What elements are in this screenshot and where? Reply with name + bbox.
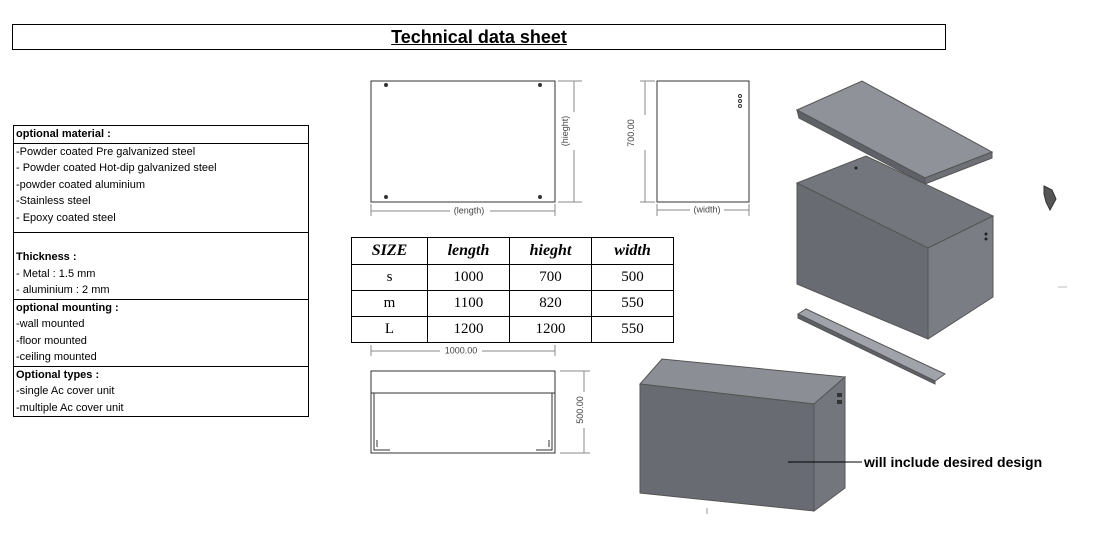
length-label: (length): [454, 205, 485, 215]
types-heading: Optional types :: [16, 368, 100, 381]
mounting-item: -wall mounted: [16, 318, 85, 330]
height-label: (hieght): [560, 116, 570, 147]
table-row: L 1200 1200 550: [351, 316, 674, 343]
table-cell: 550: [591, 290, 674, 317]
types-item: -multiple Ac cover unit: [16, 401, 124, 414]
design-callout: will include desired design: [863, 454, 1042, 470]
mounting-item: -floor mounted: [16, 334, 87, 347]
table-cell: 1000: [427, 264, 510, 291]
table-cell: 1200: [509, 316, 592, 343]
exploded-view-render: [795, 80, 1067, 385]
table-cell: 550: [591, 316, 674, 343]
material-item: -Stainless steel: [16, 195, 91, 207]
top-height-label: 500.00: [575, 396, 585, 424]
material-section: optional material : -Powder coated Pre g…: [13, 125, 309, 417]
side-view-drawing: [640, 80, 750, 216]
mounting-item: -ceiling mounted: [14, 349, 308, 367]
thickness-heading: Thickness :: [16, 251, 77, 263]
thickness-item: - Metal : 1.5 mm: [16, 267, 96, 280]
table-header-row: SIZE length hieght width: [351, 237, 674, 265]
width-label: (width): [693, 204, 720, 214]
assembled-view-render: [638, 358, 862, 514]
material-item: - Powder coated Hot-dip galvanized steel: [16, 162, 217, 174]
thickness-item: - aluminium : 2 mm: [14, 282, 308, 300]
top-width-label: 1000.00: [445, 345, 478, 355]
top-view-drawing: [370, 345, 590, 454]
material-item: -powder coated aluminium: [16, 178, 146, 191]
table-row: s 1000 700 500: [351, 264, 674, 291]
table-cell: 700: [509, 264, 592, 291]
mounting-heading: optional mounting :: [16, 301, 119, 314]
table-cell: s: [351, 264, 428, 291]
page-title: Technical data sheet: [391, 27, 567, 47]
title-bar: Technical data sheet: [12, 24, 946, 50]
material-heading: optional material :: [14, 126, 308, 144]
table-cell: 500: [591, 264, 674, 291]
table-cell: L: [351, 316, 428, 343]
front-view-drawing: [370, 80, 582, 216]
header-size: SIZE: [351, 237, 428, 265]
header-width: width: [591, 237, 674, 265]
size-table: SIZE length hieght width s 1000 700 500 …: [351, 237, 674, 343]
table-cell: m: [351, 290, 428, 317]
material-item: - Epoxy coated steel: [16, 211, 116, 224]
types-item: -single Ac cover unit: [16, 385, 115, 397]
material-item: -Powder coated Pre galvanized steel: [16, 145, 196, 158]
table-row: m 1100 820 550: [351, 290, 674, 317]
table-cell: 1200: [427, 316, 510, 343]
side-height-label: 700.00: [626, 119, 636, 147]
